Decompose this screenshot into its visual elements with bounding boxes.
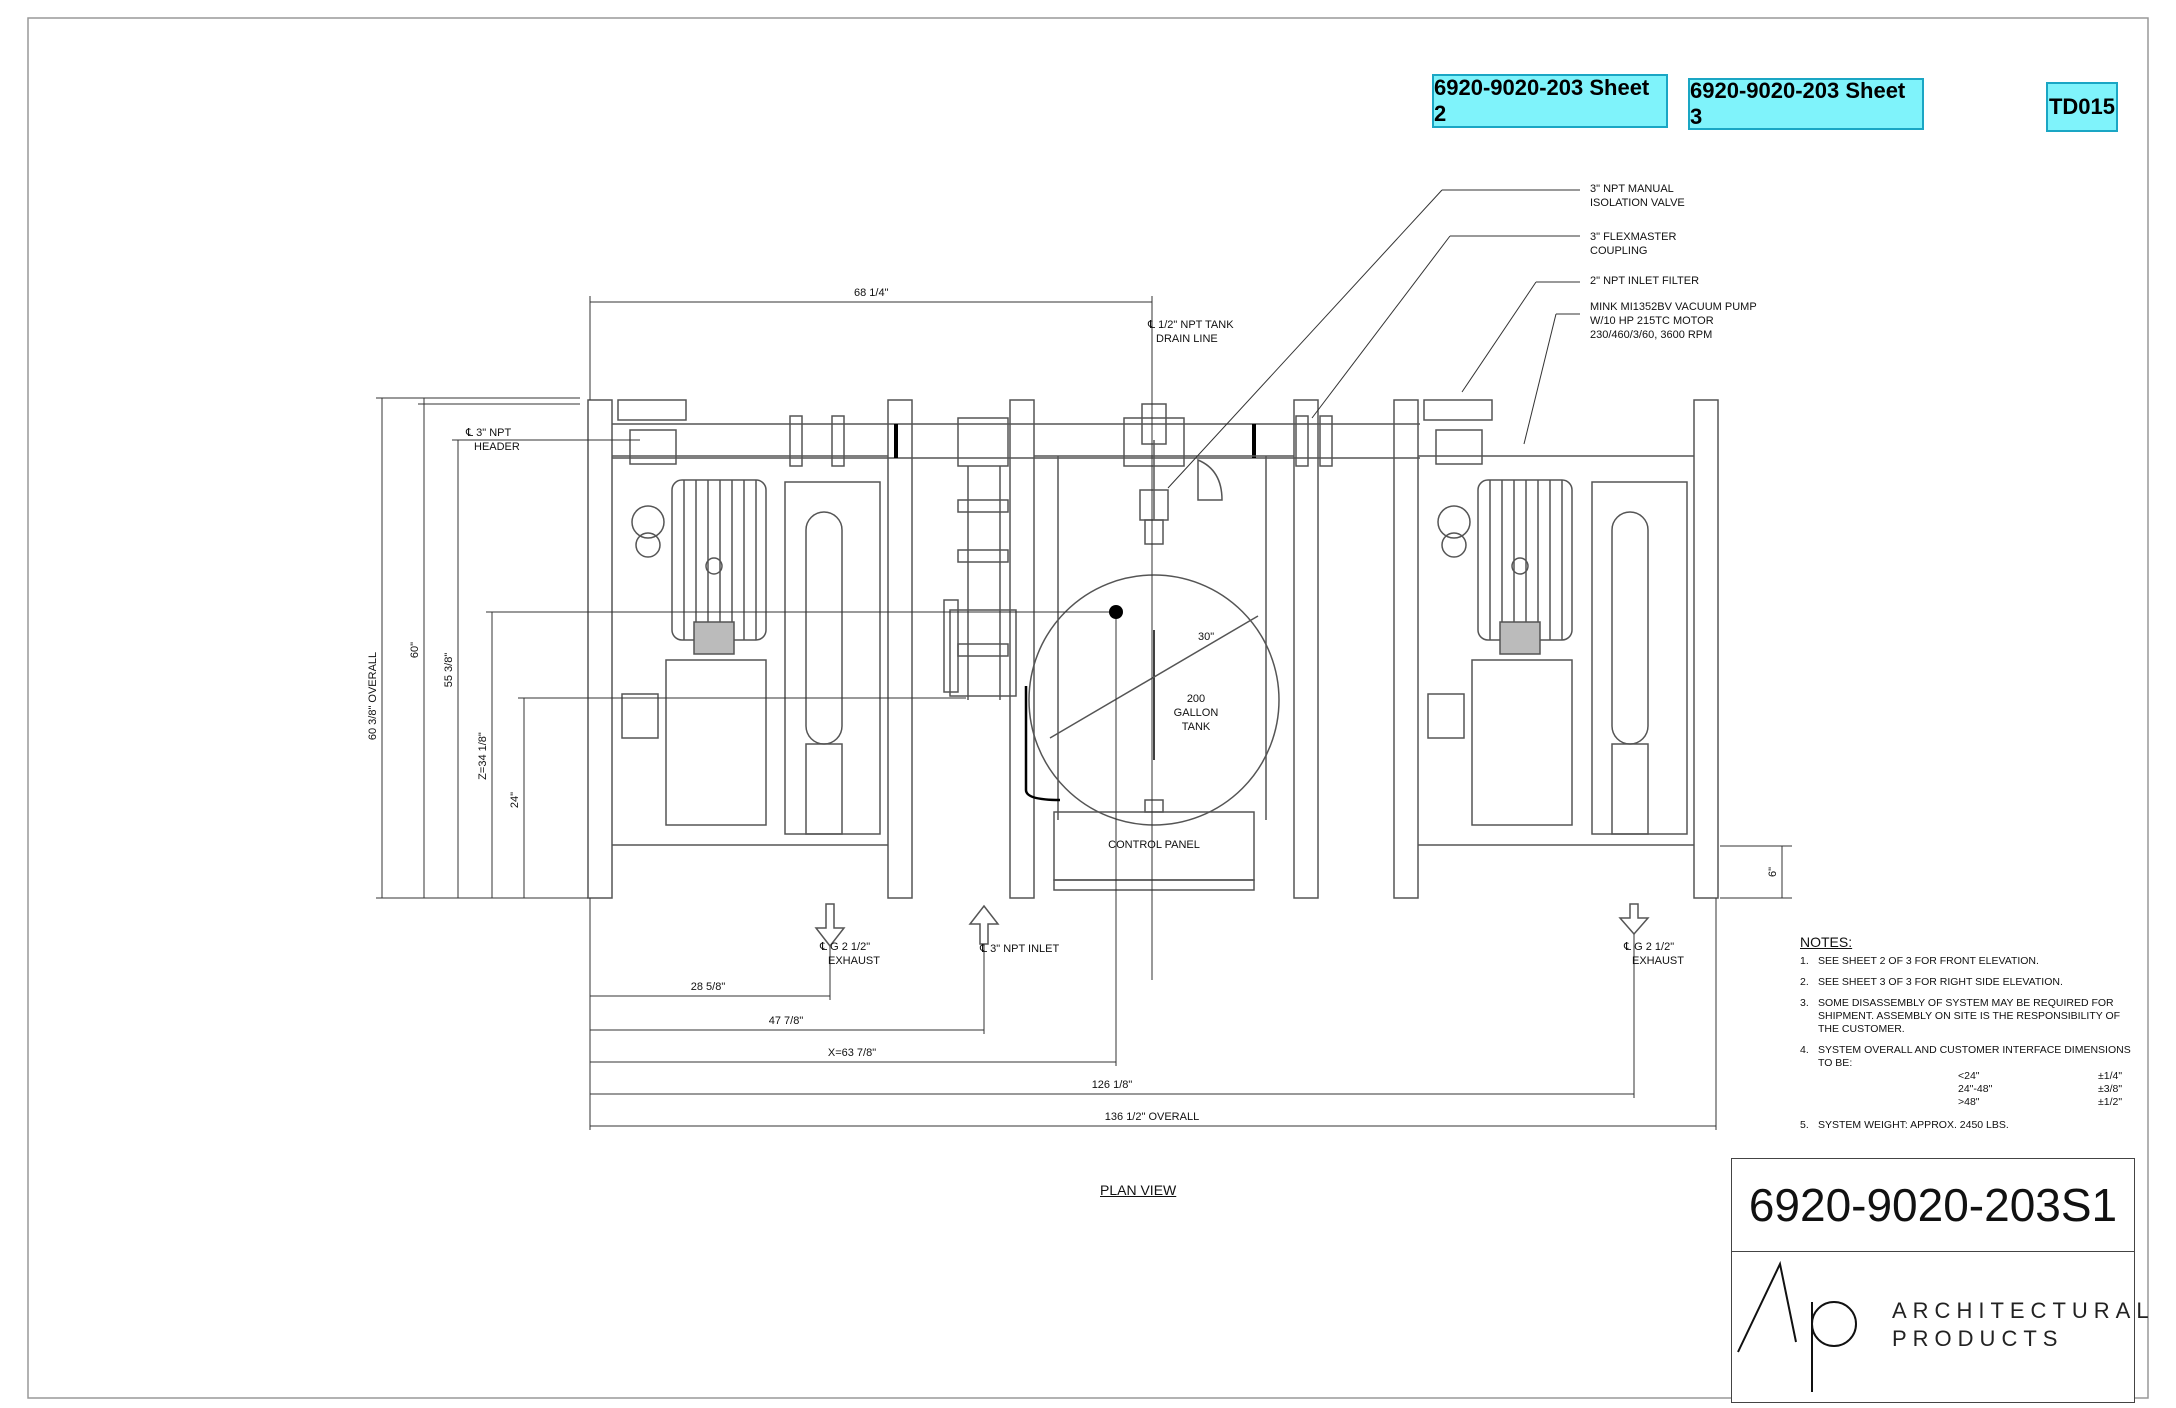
callout-coupling-2: COUPLING (1590, 245, 1647, 257)
tol-value: ±1/4" (2098, 1070, 2123, 1082)
tolerance-table: <24" ±1/4" 24"-48" ±3/8" >48" ±1/2" (1958, 1070, 2140, 1109)
dim-top: 68 1/4" (854, 287, 889, 299)
note-number: 2. (1800, 976, 1809, 988)
dim-55: 55 3/8" (443, 653, 455, 688)
company-logo-area: ARCHITECTURAL PRODUCTS (1732, 1252, 2149, 1402)
callout-valve-1: 3" NPT MANUAL (1590, 183, 1674, 195)
dim-24: 24" (509, 792, 521, 808)
tank-skid (1009, 399, 1319, 899)
tol-value: ±1/2" (2098, 1096, 2123, 1108)
tank-label-3: TANK (1182, 721, 1211, 733)
tank-shell (1028, 574, 1280, 826)
tol-range: <24" (1958, 1070, 1980, 1082)
sheet-3-link[interactable]: 6920-9020-203 Sheet 3 (1688, 78, 1924, 130)
callout-filter: 2" NPT INLET FILTER (1590, 275, 1699, 287)
note-number: 5. (1800, 1119, 1809, 1131)
sheet-border (27, 17, 2149, 1399)
note-text: SEE SHEET 2 OF 3 FOR FRONT ELEVATION. (1818, 955, 2039, 967)
ap-logo-icon (1737, 1260, 1857, 1392)
note-text: SEE SHEET 3 OF 3 FOR RIGHT SIDE ELEVATIO… (1818, 976, 2063, 988)
control-panel-label: CONTROL PANEL (1108, 839, 1200, 851)
tol-value: ±3/8" (2098, 1083, 2123, 1095)
note-number: 1. (1800, 955, 1809, 967)
center-of-gravity-marker (1109, 605, 1123, 619)
header-pipe (612, 415, 1420, 700)
dim-header-2: HEADER (474, 441, 520, 453)
dim-60: 60" (409, 642, 421, 658)
dim-x: X=63 7/8" (828, 1047, 876, 1059)
callout-pump-2: W/10 HP 215TC MOTOR (1590, 315, 1714, 327)
company-name-line2: PRODUCTS (1892, 1326, 2064, 1351)
exhaust-arrow-right (1618, 903, 1650, 936)
tol-range: 24"-48" (1958, 1083, 1993, 1095)
callout-valve-2: ISOLATION VALVE (1590, 197, 1685, 209)
drawing-number: 6920-9020-203S1 (1732, 1159, 2134, 1252)
sheet-2-link[interactable]: 6920-9020-203 Sheet 2 (1432, 74, 1668, 128)
plan-view-drawing (587, 399, 1719, 948)
callout-coupling-1: 3" FLEXMASTER (1590, 231, 1676, 243)
dim-header-1: ℄ 3" NPT (465, 427, 511, 439)
dim-overall-height: 60 3/8" OVERALL (367, 652, 379, 740)
exhaust-left-2: EXHAUST (828, 955, 880, 967)
dim-126: 126 1/8" (1092, 1079, 1133, 1091)
dimension-lines (376, 189, 1792, 1130)
td015-link[interactable]: TD015 (2046, 82, 2118, 132)
tank-label-2: GALLON (1174, 707, 1219, 719)
note-item: 5. SYSTEM WEIGHT: APPROX. 2450 LBS. (1800, 1119, 2140, 1132)
dim-136: 136 1/2" OVERALL (1105, 1111, 1199, 1123)
note-item: 3. SOME DISASSEMBLY OF SYSTEM MAY BE REQU… (1800, 997, 2140, 1036)
left-pump-skid (587, 399, 913, 899)
company-name-line1: ARCHITECTURAL (1892, 1298, 2155, 1323)
plan-view-title: PLAN VIEW (1100, 1182, 1177, 1198)
note-text: SYSTEM OVERALL AND CUSTOMER INTERFACE DI… (1818, 1044, 2131, 1069)
exhaust-right-1: ℄ G 2 1/2" (1623, 941, 1674, 953)
note-number: 4. (1800, 1044, 1809, 1056)
inlet-label: ℄ 3" NPT INLET (979, 943, 1060, 955)
callout-pump-1: MINK MI1352BV VACUUM PUMP (1590, 301, 1757, 313)
title-block: 6920-9020-203S1 ARCHITECTURAL PRODUCTS (1731, 1158, 2149, 1403)
inlet-arrow (968, 904, 1000, 945)
dim-drain-1: ℄ 1/2" NPT TANK (1147, 319, 1234, 331)
tank-label-1: 200 (1187, 693, 1205, 705)
exhaust-right-2: EXHAUST (1632, 955, 1684, 967)
note-text: SYSTEM WEIGHT: APPROX. 2450 LBS. (1818, 1119, 2009, 1131)
exhaust-left-1: ℄ G 2 1/2" (819, 941, 870, 953)
dim-28: 28 5/8" (691, 981, 726, 993)
note-item: 2. SEE SHEET 3 OF 3 FOR RIGHT SIDE ELEVAT… (1800, 976, 2140, 989)
note-text: SOME DISASSEMBLY OF SYSTEM MAY BE REQUIR… (1818, 997, 2121, 1035)
labels: 3" NPT MANUAL ISOLATION VALVE 3" FLEXMAS… (367, 183, 1779, 1123)
callout-pump-3: 230/460/3/60, 3600 RPM (1590, 329, 1712, 341)
tol-range: >48" (1958, 1096, 1980, 1108)
dim-drain-2: DRAIN LINE (1156, 333, 1218, 345)
dim-tank-dia: 30" (1198, 631, 1214, 643)
notes-block: NOTES: 1. SEE SHEET 2 OF 3 FOR FRONT ELEV… (1800, 934, 2140, 1140)
dim-6: 6" (1767, 867, 1779, 877)
right-pump-skid (1393, 399, 1719, 899)
dim-z: Z=34 1/8" (477, 732, 489, 780)
dim-47: 47 7/8" (769, 1015, 804, 1027)
note-item: 4. SYSTEM OVERALL AND CUSTOMER INTERFACE … (1800, 1044, 2140, 1070)
exhaust-arrow-left (814, 903, 846, 948)
notes-heading: NOTES: (1800, 934, 1853, 950)
note-item: 1. SEE SHEET 2 OF 3 FOR FRONT ELEVATION. (1800, 955, 2140, 968)
note-number: 3. (1800, 997, 1809, 1009)
